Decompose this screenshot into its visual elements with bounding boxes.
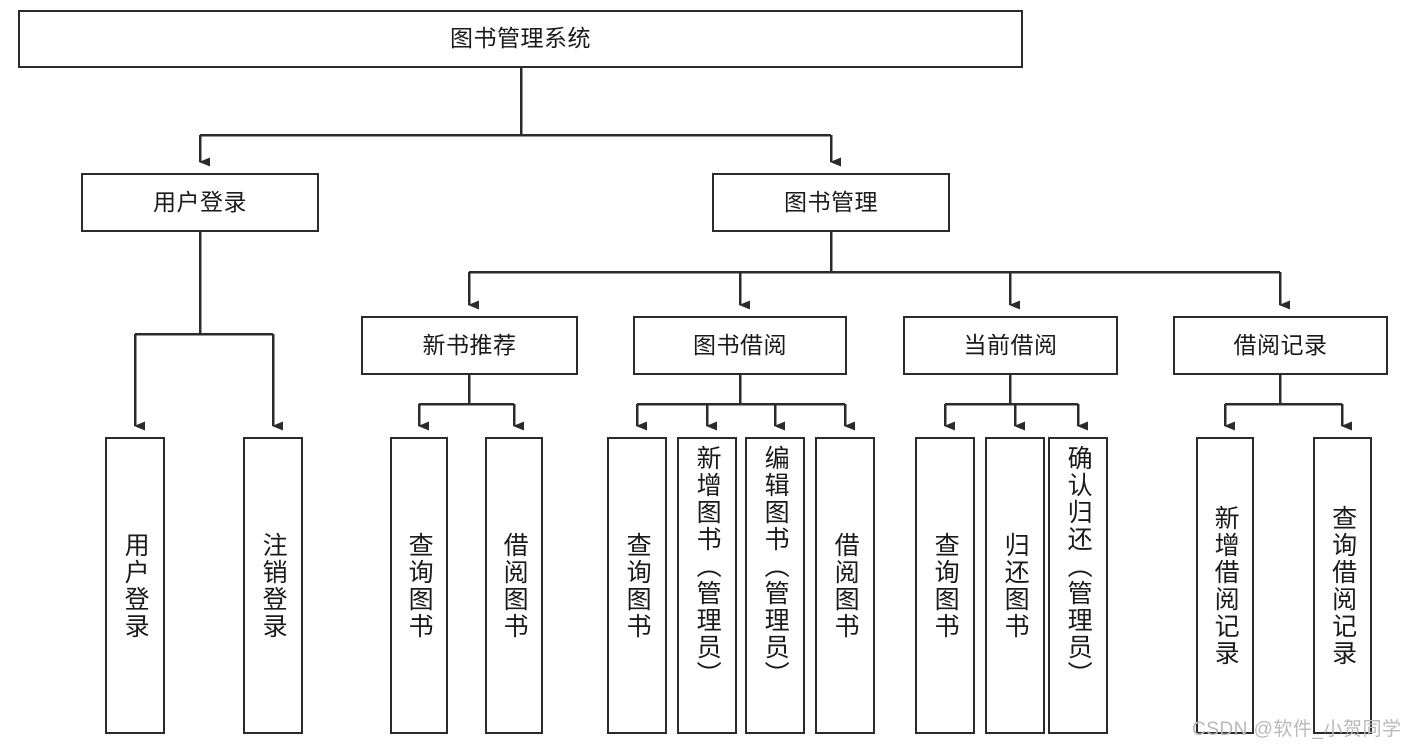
node-leaf-query-book-c-label: 查询图书 [931,531,960,640]
node-leaf-query-book-b[interactable]: 查询图书 [607,437,667,734]
node-root-图书管理系统-label: 图书管理系统 [450,25,591,52]
node-user-login-label: 用户登录 [153,188,247,215]
node-leaf-confirm-return[interactable]: 确认归还（管理员） [1048,437,1108,734]
node-new-book-recommend-label: 新书推荐 [422,331,517,358]
node-current-borrow[interactable]: 当前借阅 [903,316,1118,375]
node-leaf-borrow-book-a-label: 借阅图书 [500,531,529,640]
node-leaf-query-borrow-record-label: 查询借阅记录 [1328,504,1357,667]
node-leaf-user-logout-label: 注销登录 [259,531,288,640]
node-leaf-query-book-b-label: 查询图书 [623,531,652,640]
node-leaf-add-book[interactable]: 新增图书（管理员） [677,437,737,734]
node-user-login[interactable]: 用户登录 [81,173,319,232]
node-root-图书管理系统[interactable]: 图书管理系统 [18,10,1023,68]
node-leaf-query-borrow-record[interactable]: 查询借阅记录 [1313,437,1372,734]
node-leaf-confirm-return-label: 确认归还（管理员） [1064,445,1093,688]
node-leaf-borrow-book-b-label: 借阅图书 [831,531,860,640]
node-leaf-return-book-label: 归还图书 [1001,531,1030,640]
node-book-manage[interactable]: 图书管理 [712,173,950,232]
node-leaf-query-book-a[interactable]: 查询图书 [390,437,448,734]
node-leaf-user-login[interactable]: 用户登录 [105,437,165,734]
node-leaf-borrow-book-a[interactable]: 借阅图书 [485,437,543,734]
node-leaf-add-borrow-record-label: 新增借阅记录 [1211,504,1240,667]
node-leaf-borrow-book-b[interactable]: 借阅图书 [815,437,875,734]
node-leaf-query-book-c[interactable]: 查询图书 [915,437,975,734]
node-leaf-query-book-a-label: 查询图书 [405,531,434,640]
node-leaf-edit-book[interactable]: 编辑图书（管理员） [745,437,805,734]
node-leaf-add-borrow-record[interactable]: 新增借阅记录 [1196,437,1254,734]
node-book-borrow[interactable]: 图书借阅 [633,316,847,375]
node-book-borrow-label: 图书借阅 [693,331,787,358]
node-leaf-user-login-label: 用户登录 [121,531,150,640]
node-leaf-edit-book-label: 编辑图书（管理员） [761,445,790,688]
node-new-book-recommend[interactable]: 新书推荐 [361,316,578,375]
node-current-borrow-label: 当前借阅 [963,331,1058,358]
node-leaf-return-book[interactable]: 归还图书 [985,437,1045,734]
node-leaf-user-logout[interactable]: 注销登录 [243,437,303,734]
csdn-watermark: CSDN @软件_小贺同学 [1192,719,1402,740]
node-borrow-record-label: 借阅记录 [1233,331,1328,358]
node-leaf-add-book-label: 新增图书（管理员） [693,445,722,688]
node-book-manage-label: 图书管理 [784,188,878,215]
node-borrow-record[interactable]: 借阅记录 [1173,316,1388,375]
